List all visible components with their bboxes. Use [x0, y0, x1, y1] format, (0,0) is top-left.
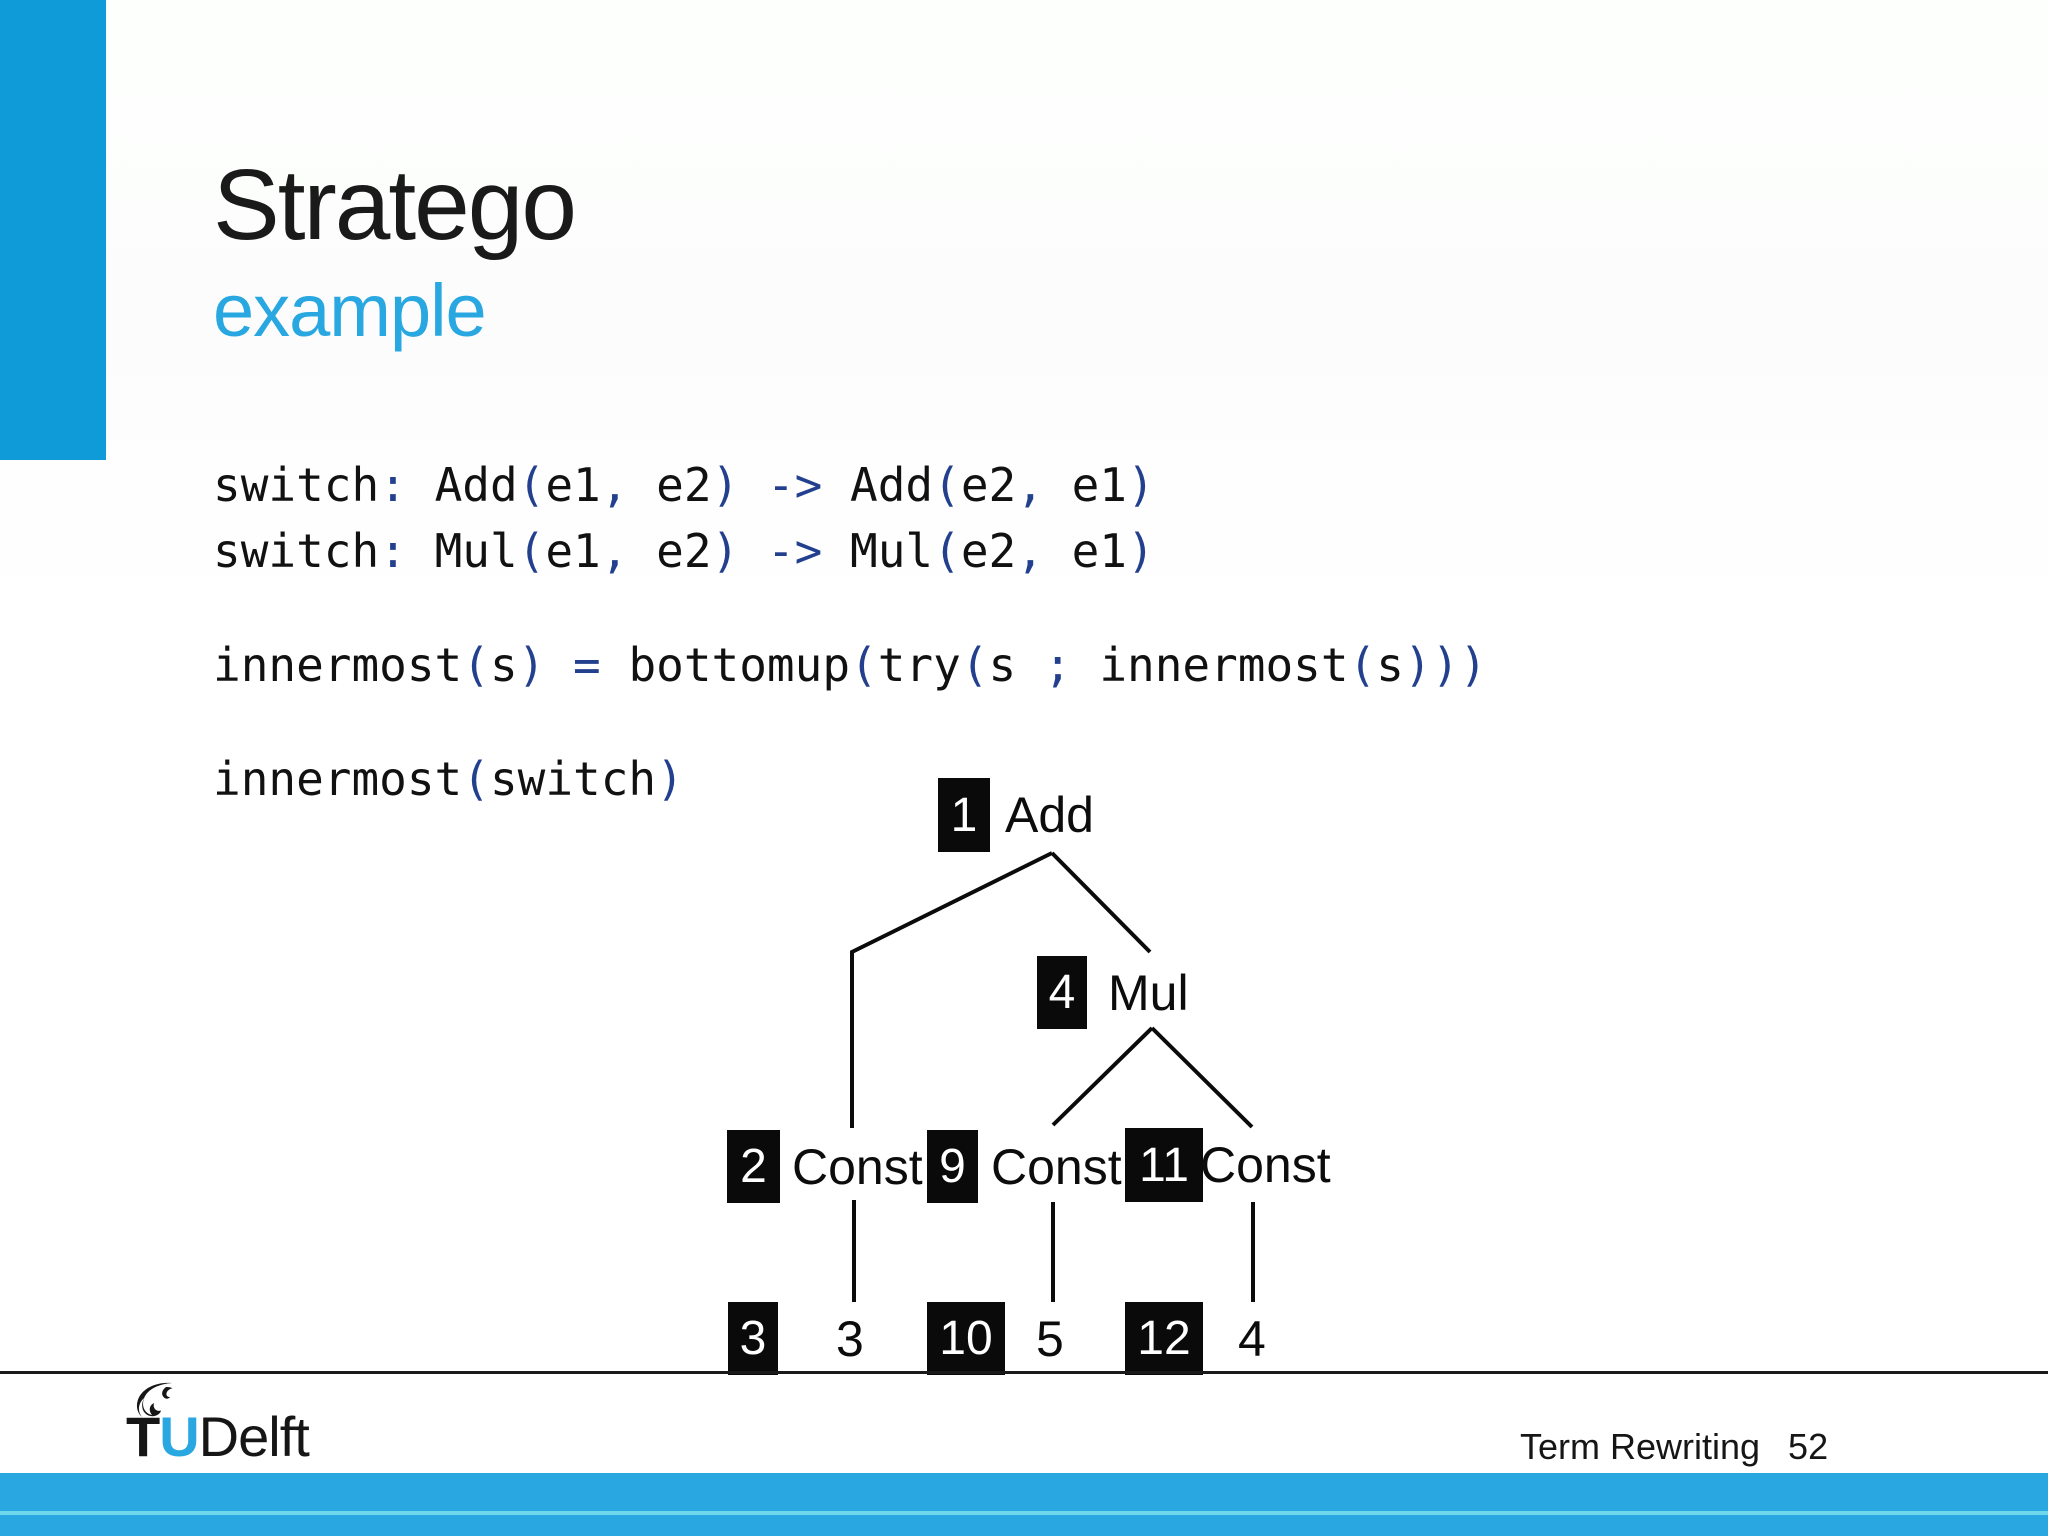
tree-node-label-leaf12: 4 [1238, 1311, 1266, 1367]
flame-icon [136, 1382, 173, 1417]
tudelft-logo-text: TUDelft [126, 1409, 310, 1465]
footer-divider [0, 1371, 2048, 1374]
code-line-4: innermost(switch) [213, 752, 684, 806]
bottom-accent-bar [0, 1473, 2048, 1536]
tree-node-number-leaf10: 10 [927, 1302, 1005, 1375]
tree-node-number-add: 1 [938, 778, 990, 852]
logo-word-delft: Delft [198, 1405, 310, 1468]
tree-node-label-const11: Const [1200, 1137, 1331, 1193]
code-block: switch: Add(e1, e2) -> Add(e2, e1) switch… [213, 452, 1487, 812]
footer-page-number: 52 [1788, 1426, 1829, 1467]
footer-right: Term Rewriting 52 [1520, 1426, 1828, 1468]
tree-node-number-mul: 4 [1037, 956, 1087, 1029]
tree-node-number-const2: 2 [727, 1130, 780, 1203]
tree-node-label-mul: Mul [1108, 965, 1189, 1021]
code-line-1: switch: Add(e1, e2) -> Add(e2, e1) [213, 458, 1155, 512]
tudelft-logo: TUDelft [126, 1381, 386, 1465]
tree-node-label-const2: Const [792, 1139, 923, 1195]
title-block: Stratego example [213, 149, 577, 352]
page-title: Stratego [213, 149, 577, 261]
tree-node-label-leaf10: 5 [1036, 1311, 1064, 1367]
footer-course-title: Term Rewriting [1520, 1426, 1761, 1467]
page-subtitle: example [213, 269, 487, 352]
code-line-3: innermost(s) = bottomup(try(s ; innermos… [213, 638, 1488, 692]
tree-node-number-leaf12: 12 [1125, 1302, 1203, 1375]
tree-node-number-const9: 9 [927, 1130, 978, 1203]
bottom-bar-stripe [0, 1511, 2048, 1515]
logo-letter-u: U [159, 1405, 199, 1468]
logo-letter-t: T [126, 1405, 160, 1468]
tree-node-label-const9: Const [991, 1139, 1122, 1195]
code-line-2: switch: Mul(e1, e2) -> Mul(e2, e1) [213, 524, 1155, 578]
tree-node-number-leaf3: 3 [728, 1302, 778, 1375]
tree-node-label-add: Add [1005, 787, 1094, 843]
tree-node-number-const11: 11 [1125, 1128, 1203, 1202]
sidebar-accent-bar [0, 0, 106, 460]
tree-node-label-leaf3: 3 [836, 1311, 864, 1367]
